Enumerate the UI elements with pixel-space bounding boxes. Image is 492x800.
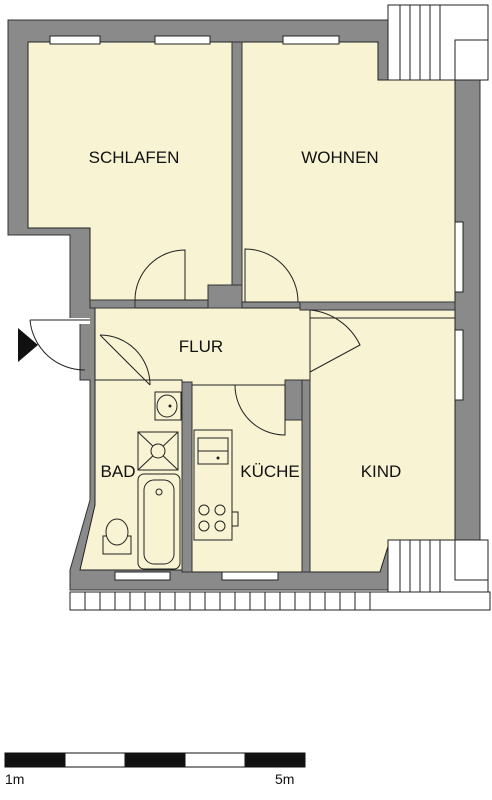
wall-flur-top-a xyxy=(89,299,136,309)
door-entrance xyxy=(29,318,90,371)
room-wohnen xyxy=(241,41,456,303)
window-kueche xyxy=(221,571,279,581)
toilet xyxy=(102,518,132,555)
window-schlafen-1 xyxy=(49,35,101,45)
wall-schlafen-wohnen xyxy=(231,41,243,301)
shower xyxy=(137,431,179,471)
label-bad: BAD xyxy=(101,462,136,481)
bottom-railing xyxy=(69,591,491,611)
bathtub xyxy=(137,473,181,570)
entrance-arrow-icon xyxy=(18,328,38,362)
wall-kueche-notch xyxy=(284,379,303,421)
label-wohnen: WOHNEN xyxy=(301,148,378,167)
wall-kueche-kind xyxy=(301,379,311,573)
window-schlafen-2 xyxy=(154,35,211,45)
sink-bad xyxy=(154,391,182,421)
kitchen-counter xyxy=(193,429,239,541)
window-bad xyxy=(114,571,171,581)
label-schlafen: SCHLAFEN xyxy=(89,148,180,167)
door-kueche xyxy=(234,384,286,436)
balcony-top xyxy=(387,4,489,81)
scale-label-left: 1m xyxy=(5,771,24,787)
label-flur: FLUR xyxy=(179,337,223,356)
scale-bar xyxy=(4,752,306,768)
door-kind xyxy=(309,309,361,373)
door-schlafen xyxy=(134,249,186,301)
label-kueche: KÜCHE xyxy=(240,462,300,481)
door-bad xyxy=(99,334,151,386)
window-wohnen-top xyxy=(282,35,340,45)
wall-flur-top-c xyxy=(299,301,456,311)
room-schlafen xyxy=(27,41,233,301)
label-kind: KIND xyxy=(361,462,402,481)
window-kind-side xyxy=(454,329,464,401)
wall-flur-top-b xyxy=(207,284,243,309)
window-wohnen-side xyxy=(454,221,464,293)
scale-label-right: 5m xyxy=(275,771,294,787)
door-wohnen xyxy=(244,248,299,303)
room-kind xyxy=(309,317,456,573)
wall-bad-kueche xyxy=(181,381,193,573)
